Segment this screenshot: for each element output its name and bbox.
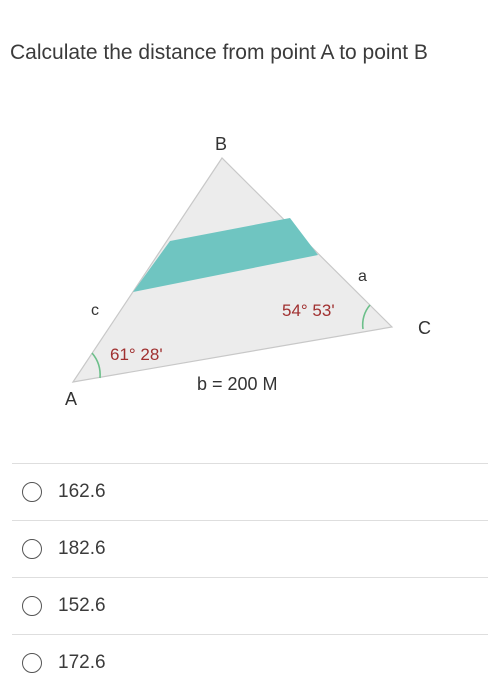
triangle-diagram: B A C c a 61° 28' 54° 53' b = 200 M — [65, 134, 431, 409]
answer-option[interactable]: 152.6 — [12, 577, 488, 634]
side-c-label: c — [91, 302, 99, 319]
answer-option[interactable]: 162.6 — [12, 463, 488, 520]
question-text: Calculate the distance from point A to p… — [10, 41, 428, 64]
radio-button[interactable] — [22, 596, 42, 616]
angle-c-arc — [361, 304, 371, 330]
answer-option[interactable]: 182.6 — [12, 520, 488, 577]
vertex-a-label: A — [65, 389, 77, 409]
side-a-label: a — [358, 268, 367, 285]
shaded-band — [133, 218, 318, 292]
answer-option-label: 182.6 — [58, 538, 106, 559]
triangle-figure: B A C c a 61° 28' 54° 53' b = 200 M — [0, 120, 492, 420]
answer-option-label: 152.6 — [58, 595, 106, 616]
side-b-label: b = 200 M — [197, 374, 278, 394]
answer-option-label: 162.6 — [58, 481, 106, 502]
answer-option[interactable]: 172.6 — [12, 634, 488, 691]
answer-options: 162.6 182.6 152.6 172.6 — [12, 463, 488, 691]
radio-button[interactable] — [22, 653, 42, 673]
vertex-b-label: B — [215, 134, 227, 154]
radio-button[interactable] — [22, 539, 42, 559]
answer-option-label: 172.6 — [58, 652, 106, 673]
angle-a-arc — [91, 352, 101, 379]
radio-button[interactable] — [22, 482, 42, 502]
vertex-c-label: C — [418, 318, 431, 338]
angle-a-label: 61° 28' — [110, 345, 163, 364]
angle-c-label: 54° 53' — [282, 301, 335, 320]
